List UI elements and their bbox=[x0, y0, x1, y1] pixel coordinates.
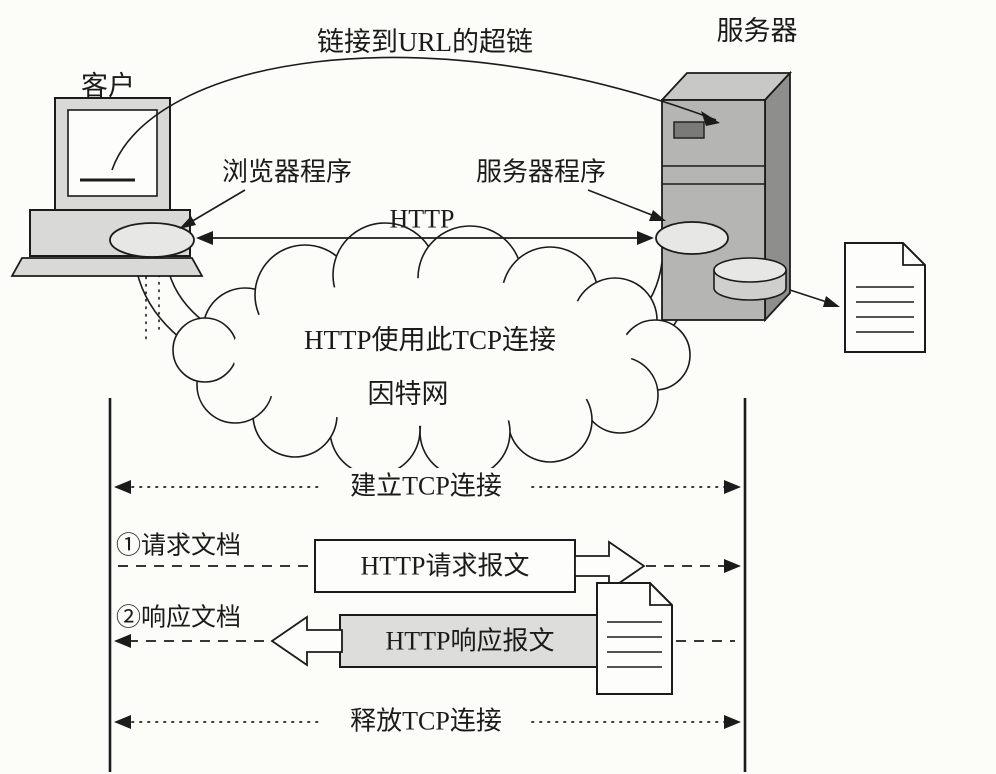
server-program-label: 服务器程序 bbox=[476, 158, 606, 187]
server-label: 服务器 bbox=[717, 16, 798, 46]
document-icon bbox=[844, 242, 926, 353]
browser-program-label: 浏览器程序 bbox=[222, 158, 352, 187]
hyperlink-arrowhead bbox=[701, 111, 720, 126]
browser-socket-ellipse bbox=[109, 222, 195, 258]
server-tower-icon bbox=[655, 70, 793, 323]
client-label: 客户 bbox=[81, 71, 135, 101]
http-request-label: HTTP请求报文 bbox=[360, 552, 529, 581]
response-message-arrow bbox=[114, 634, 735, 648]
server-socket-ellipse bbox=[655, 221, 729, 255]
response-document-icon bbox=[596, 582, 673, 695]
internet-cloud-icon bbox=[172, 222, 691, 478]
client-computer-icon bbox=[10, 97, 204, 277]
request-step-label: ①请求文档 bbox=[116, 532, 241, 560]
client-keyboard bbox=[10, 257, 204, 277]
http-label: HTTP bbox=[390, 205, 455, 234]
cloud-label-tcp: HTTP使用此TCP连接 bbox=[304, 325, 556, 355]
establish-tcp-label: 建立TCP连接 bbox=[350, 472, 502, 501]
establish-tcp-arrow bbox=[114, 468, 741, 504]
server-program-pointer-arrow bbox=[587, 189, 666, 221]
server-slot bbox=[673, 121, 705, 139]
release-tcp-label: 释放TCP连接 bbox=[350, 707, 502, 736]
http-request-box bbox=[314, 539, 576, 593]
request-message-arrow bbox=[118, 559, 741, 573]
disk-to-document-arrow bbox=[789, 289, 840, 307]
request-block-arrow bbox=[574, 540, 646, 592]
browser-pointer-arrow bbox=[179, 189, 246, 229]
hyperlink-label: 链接到URL的超链 bbox=[317, 27, 533, 57]
response-block-arrow bbox=[270, 615, 343, 667]
http-response-label: HTTP响应报文 bbox=[385, 627, 554, 656]
release-tcp-arrow bbox=[114, 703, 741, 739]
http-double-arrow bbox=[196, 231, 654, 245]
disk-icon bbox=[713, 257, 787, 283]
hyperlink-curve bbox=[111, 56, 720, 171]
response-step-label: ②响应文档 bbox=[116, 604, 241, 632]
cloud-label-internet: 因特网 bbox=[368, 379, 449, 409]
